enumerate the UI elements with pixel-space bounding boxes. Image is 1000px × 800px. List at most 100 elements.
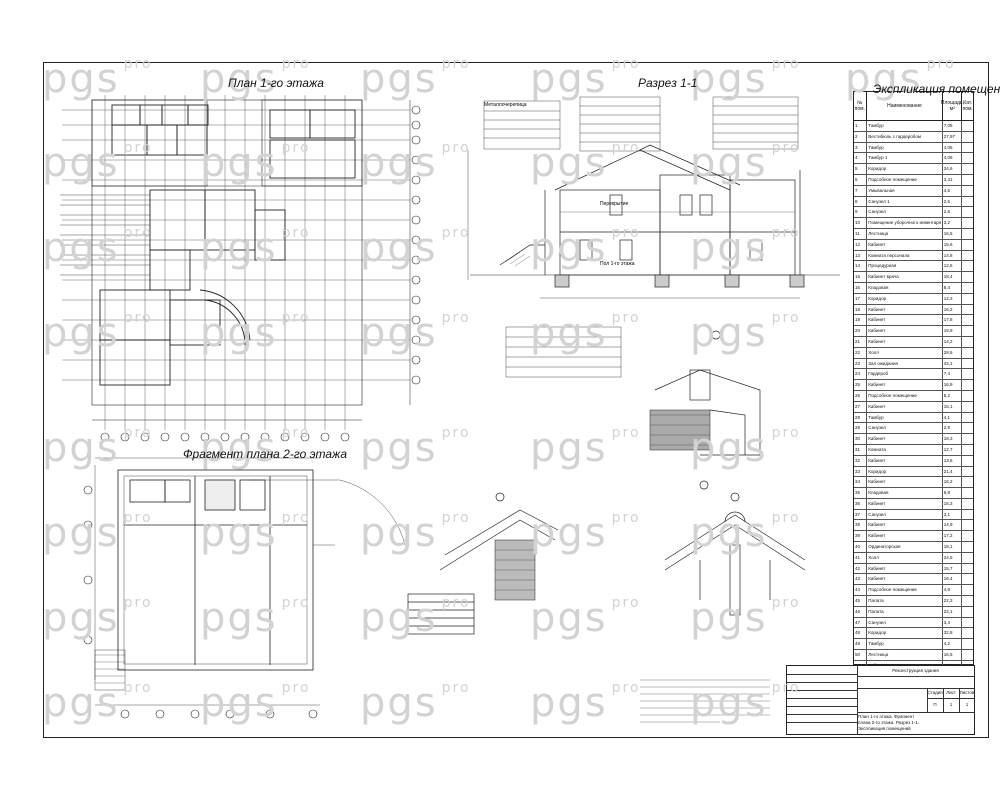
room-category bbox=[962, 650, 973, 660]
room-number: 38 bbox=[854, 520, 868, 531]
room-number: 1 bbox=[854, 121, 868, 131]
room-area: 18,1 bbox=[943, 542, 962, 552]
room-number: 34 bbox=[854, 477, 868, 488]
room-number: 32 bbox=[854, 455, 868, 466]
room-name: Кладовая bbox=[867, 282, 943, 293]
room-name: Палата bbox=[867, 596, 943, 606]
room-category bbox=[962, 121, 973, 131]
room-category bbox=[962, 531, 973, 541]
room-number: 5 bbox=[854, 164, 868, 174]
room-category bbox=[962, 434, 973, 444]
room-area: 15,7 bbox=[943, 563, 962, 574]
room-area: 16,2 bbox=[943, 477, 962, 488]
room-area: 4,1 bbox=[943, 412, 962, 423]
stamp-sheet-label: Лист bbox=[943, 688, 960, 699]
room-number: 23 bbox=[854, 358, 868, 369]
room-name: Санузел bbox=[867, 509, 943, 520]
room-number: 37 bbox=[854, 509, 868, 520]
room-name: Умывальная bbox=[867, 185, 943, 196]
room-category bbox=[962, 132, 973, 142]
room-name: Зал ожидания bbox=[867, 358, 943, 369]
room-area: 15,6 bbox=[943, 239, 962, 250]
room-category bbox=[962, 564, 973, 574]
room-area: 3,4 bbox=[943, 617, 962, 628]
room-name: Помещение уборочного инвентаря bbox=[867, 218, 943, 228]
room-area: 18,3 bbox=[943, 434, 962, 444]
room-area: 12,3 bbox=[943, 293, 962, 304]
room-area: 24,5 bbox=[943, 552, 962, 563]
room-name: Палата bbox=[867, 606, 943, 617]
room-name: Холл bbox=[867, 552, 943, 563]
header-name: Наименование bbox=[867, 92, 944, 120]
room-category bbox=[962, 153, 973, 163]
room-number: 3 bbox=[854, 142, 868, 153]
room-number: 27 bbox=[854, 401, 868, 412]
room-area: 42,1 bbox=[943, 358, 962, 369]
room-number: 15 bbox=[854, 272, 868, 282]
room-category bbox=[962, 251, 973, 261]
room-category bbox=[962, 402, 973, 412]
room-number: 18 bbox=[854, 304, 868, 315]
room-number: 28 bbox=[854, 412, 868, 423]
room-number: 25 bbox=[854, 380, 868, 390]
svg-text:Перекрытие: Перекрытие bbox=[600, 201, 629, 207]
room-number: 31 bbox=[854, 444, 868, 455]
room-number: 29 bbox=[854, 423, 868, 434]
room-number: 50 bbox=[854, 650, 868, 660]
room-number: 20 bbox=[854, 326, 868, 336]
plan1-drawing bbox=[60, 95, 411, 430]
room-number: 8 bbox=[854, 196, 868, 207]
room-category bbox=[962, 359, 973, 369]
room-category bbox=[962, 391, 973, 401]
section-drawing bbox=[467, 144, 840, 299]
notes-lines bbox=[640, 679, 770, 723]
room-area: 13,6 bbox=[943, 455, 962, 466]
detail-roof-node bbox=[407, 492, 559, 635]
room-area: 5,2 bbox=[943, 390, 962, 401]
room-category bbox=[962, 499, 973, 509]
room-category bbox=[962, 186, 973, 196]
room-name: Санузел bbox=[867, 207, 943, 218]
explication-title: Экспликация помещений bbox=[873, 82, 1000, 96]
stamp-sheets-label: Листов bbox=[959, 688, 975, 699]
room-category bbox=[962, 326, 973, 336]
room-area: 2,6 bbox=[943, 207, 962, 218]
room-name: Комната персонала bbox=[867, 250, 943, 261]
detail-eave bbox=[649, 330, 761, 490]
room-area: 12,6 bbox=[943, 261, 962, 272]
room-category bbox=[962, 305, 973, 315]
room-number: 4 bbox=[854, 153, 868, 164]
room-category bbox=[962, 445, 973, 455]
room-category bbox=[962, 477, 973, 487]
room-category bbox=[962, 218, 973, 228]
room-number: 12 bbox=[854, 239, 868, 250]
room-area: 14,9 bbox=[943, 520, 962, 531]
room-category bbox=[962, 380, 973, 390]
room-category bbox=[962, 628, 973, 638]
room-name: Коридор bbox=[867, 628, 943, 639]
room-category bbox=[962, 456, 973, 466]
stamp-stage-value: П bbox=[927, 698, 944, 712]
room-area: 15,9 bbox=[943, 326, 962, 336]
room-number: 49 bbox=[854, 639, 868, 650]
room-category bbox=[962, 423, 973, 433]
room-category bbox=[962, 229, 973, 239]
